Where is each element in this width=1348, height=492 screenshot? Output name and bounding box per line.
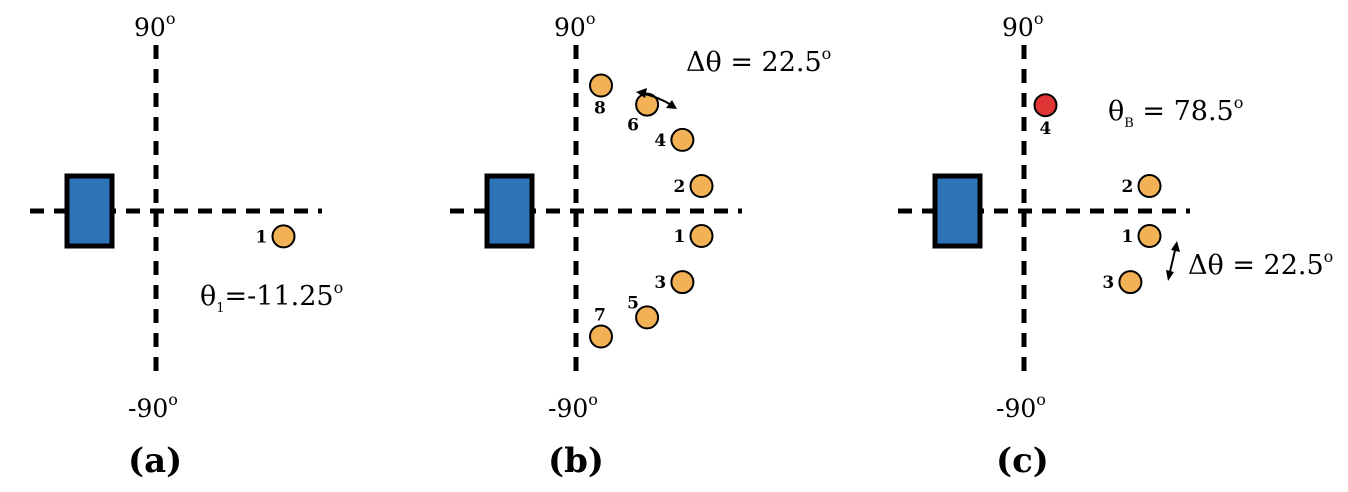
station-marker <box>670 270 695 295</box>
station-marker <box>689 174 714 198</box>
panel-b: 90o -90o 1 2 3 4 5 6 7 8 Δθ = 22.5o (b) <box>450 9 831 481</box>
axis-bottom-label: -90o <box>128 390 178 423</box>
station-list: 1 2 3 4 5 6 7 8 <box>589 73 714 349</box>
station-marker <box>1137 174 1162 198</box>
station-marker <box>689 224 714 248</box>
station-marker <box>1137 224 1162 248</box>
station-marker <box>271 224 296 249</box>
panel-label: (a) <box>128 441 182 481</box>
station-number-label: 5 <box>627 293 639 313</box>
arrow-head-start <box>1171 241 1180 252</box>
delta-theta-arrow <box>1168 245 1177 277</box>
arrow-head-start <box>636 88 647 98</box>
panel-c: 90o -90o 1 2 3 4 θB = 78.5o Δθ = 22.5o (c) <box>898 9 1333 481</box>
station-marker <box>589 73 613 98</box>
station-number-label: 1 <box>256 227 268 247</box>
station-marker <box>670 127 695 152</box>
axis-top-label: 90o <box>134 9 175 42</box>
station-marker <box>589 324 613 349</box>
station-number-label: 1 <box>1122 227 1134 247</box>
station-marker <box>1118 270 1143 295</box>
station-number-label: 6 <box>627 116 639 136</box>
delta-theta-annotation: Δθ = 22.5o <box>686 44 831 78</box>
axis-bottom-label: -90o <box>996 390 1046 423</box>
station-marker <box>635 305 660 330</box>
station-number-label: 2 <box>1122 177 1134 197</box>
blocked-station-marker <box>1033 93 1058 118</box>
station-number-label: 8 <box>594 99 606 119</box>
theta-annotation: θ1=-11.25o <box>200 278 343 316</box>
station-number-label: 1 <box>674 227 686 247</box>
station-number-label: 3 <box>1102 273 1114 293</box>
panel-label: (c) <box>996 441 1049 481</box>
delta-theta-annotation: Δθ = 22.5o <box>1188 247 1333 281</box>
panel-label: (b) <box>548 441 604 481</box>
transmitter-device <box>932 173 983 249</box>
transmitter-device <box>484 173 535 249</box>
axis-bottom-label: -90o <box>548 390 598 423</box>
transmitter-device <box>64 173 115 249</box>
station-number-label: 3 <box>654 273 666 293</box>
station-number-label: 4 <box>654 131 666 151</box>
arrow-head-end <box>666 100 677 109</box>
station-number-label: 4 <box>1040 119 1052 139</box>
station-list: 1 2 3 4 <box>1033 93 1162 295</box>
station-number-label: 7 <box>594 306 606 326</box>
axis-top-label: 90o <box>554 9 595 42</box>
axis-top-label: 90o <box>1002 9 1043 42</box>
station-list: 1 <box>256 224 296 249</box>
station-number-label: 2 <box>674 177 686 197</box>
beam-angle-annotation: θB = 78.5o <box>1108 93 1243 131</box>
panel-a: 90o -90o 1 θ1=-11.25o (a) <box>30 9 343 481</box>
arrow-head-end <box>1166 270 1174 281</box>
